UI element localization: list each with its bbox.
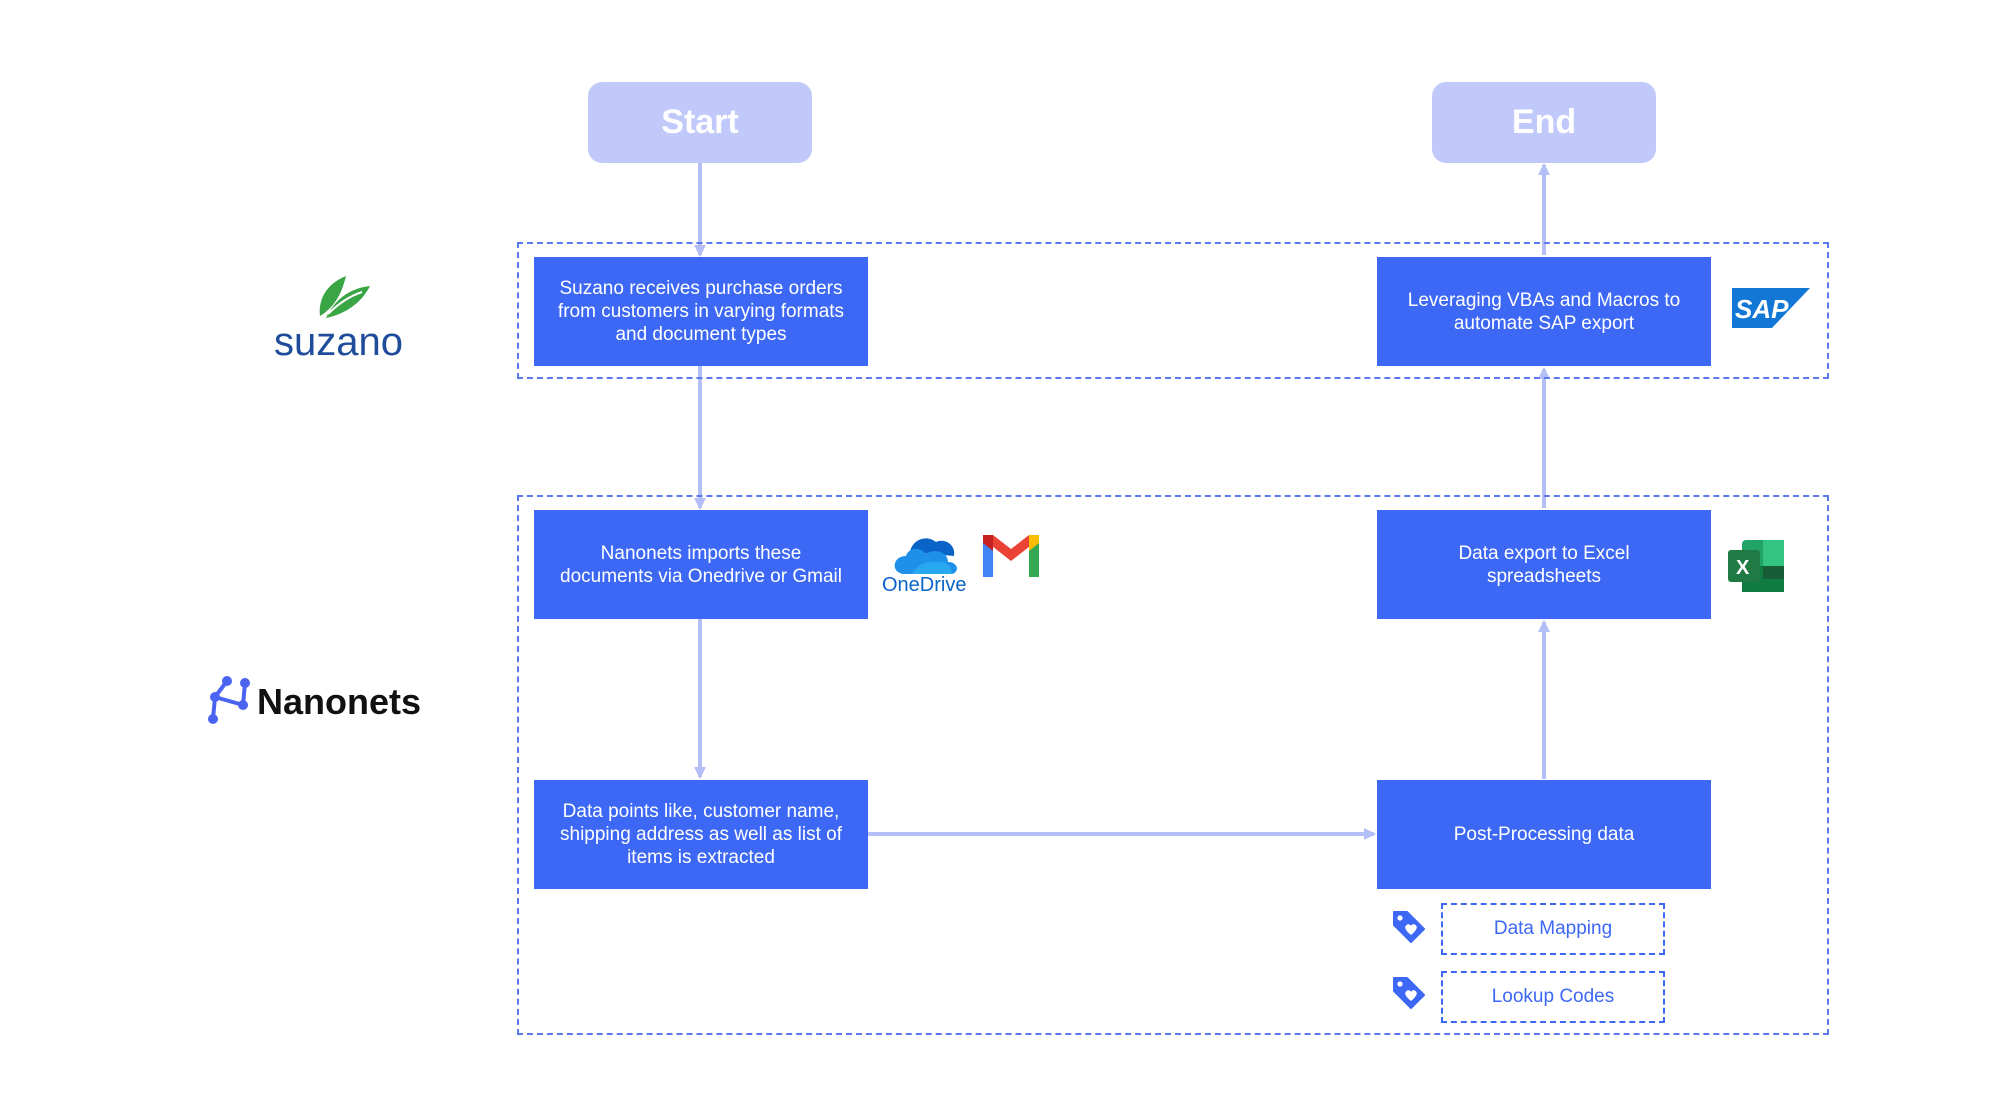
start-terminal: Start	[588, 82, 812, 163]
step-post-processing-label: Post-Processing data	[1453, 824, 1635, 845]
suzano-logo-text: suzano	[274, 320, 403, 364]
step-sap-export: Leveraging VBAs and Macros to automate S…	[1377, 257, 1711, 366]
suzano-logo: suzano	[270, 270, 420, 364]
onedrive-logo: OneDrive	[880, 530, 975, 600]
step-receive-orders: Suzano receives purchase orders from cus…	[534, 257, 868, 366]
subtask-lookup-codes: Lookup Codes	[1441, 971, 1665, 1023]
end-terminal: End	[1432, 82, 1656, 163]
step-receive-orders-label: Suzano receives purchase orders from cus…	[557, 278, 845, 345]
step-excel-export: Data export to Excel spreadsheets	[1377, 510, 1711, 619]
excel-logo-text: X	[1736, 557, 1750, 579]
onedrive-label: OneDrive	[882, 574, 967, 596]
step-extract-data-label: Data points like, customer name, shippin…	[560, 801, 842, 868]
step-import-docs: Nanonets imports these documents via One…	[534, 510, 868, 619]
subtask-lookup-codes-label: Lookup Codes	[1491, 986, 1615, 1007]
sap-logo-icon: SAP	[1732, 288, 1810, 328]
nanonets-logo-text: Nanonets	[257, 681, 422, 722]
step-sap-export-label: Leveraging VBAs and Macros to automate S…	[1407, 289, 1681, 334]
step-import-docs-label: Nanonets imports these documents via One…	[560, 542, 842, 587]
gmail-icon	[983, 535, 1039, 577]
nanonets-network-icon	[208, 676, 250, 724]
tag-heart-icon	[1393, 911, 1425, 943]
step-extract-data: Data points like, customer name, shippin…	[534, 780, 868, 889]
nanonets-lane	[517, 495, 1829, 1035]
excel-icon: X	[1728, 540, 1784, 592]
step-excel-export-label: Data export to Excel spreadsheets	[1458, 542, 1630, 587]
suzano-lane	[517, 242, 1829, 379]
onedrive-cloud-icon	[894, 538, 957, 574]
subtask-data-mapping-label: Data Mapping	[1493, 918, 1613, 939]
sap-logo-text: SAP	[1735, 294, 1789, 324]
leaf-icon	[319, 276, 370, 318]
step-post-processing: Post-Processing data	[1377, 780, 1711, 889]
tag-heart-icon	[1393, 977, 1425, 1009]
nanonets-logo: Nanonets	[205, 675, 435, 735]
subtask-data-mapping: Data Mapping	[1441, 903, 1665, 955]
